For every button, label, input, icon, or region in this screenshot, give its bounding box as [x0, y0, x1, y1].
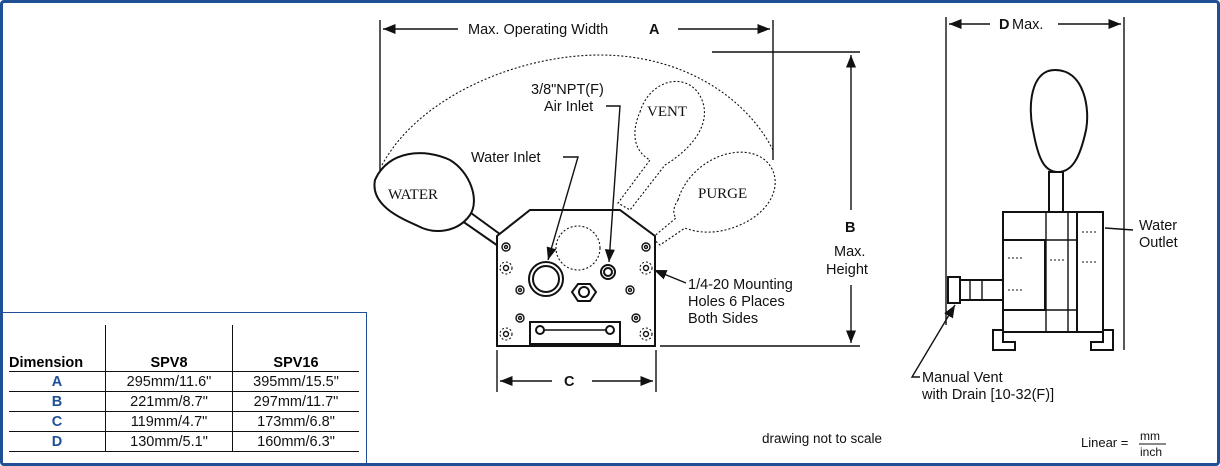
d-max-suffix: Max. — [1012, 17, 1043, 33]
manual-vent-line2: with Drain [10-32(F)] — [921, 387, 1054, 403]
dimension-b: B Max. Height — [660, 51, 868, 347]
header-dimension: Dimension — [9, 325, 106, 372]
water-handle: WATER — [373, 152, 510, 250]
water-outlet-line2: Outlet — [1139, 235, 1178, 251]
row-spv16: 173mm/6.8" — [232, 411, 359, 432]
table-row: C 119mm/4.7" 173mm/6.8" — [9, 411, 359, 432]
purge-handle: PURGE — [651, 151, 776, 246]
max-height-line1: Max. — [834, 244, 865, 260]
table-header-row: Dimension SPV8 SPV16 — [9, 325, 359, 372]
air-inlet-line1: 3/8"NPT(F) — [531, 82, 604, 98]
water-inlet-label: Water Inlet — [471, 150, 541, 166]
mounting-line3: Both Sides — [688, 311, 758, 327]
max-width-key: A — [649, 22, 660, 38]
width-c-key: C — [564, 374, 575, 390]
units-denominator: inch — [1140, 445, 1162, 459]
valve-body-front — [496, 209, 656, 347]
row-spv8: 221mm/8.7" — [105, 391, 233, 412]
row-spv8: 130mm/5.1" — [105, 431, 233, 452]
handle-swing-arc — [381, 54, 774, 166]
row-spv16: 160mm/6.3" — [232, 431, 359, 452]
table-row: D 130mm/5.1" 160mm/6.3" — [9, 431, 359, 452]
header-spv8: SPV8 — [105, 325, 233, 372]
row-spv8: 295mm/11.6" — [105, 371, 233, 392]
header-spv16: SPV16 — [232, 325, 359, 372]
row-spv8: 119mm/4.7" — [105, 411, 233, 432]
mounting-line1: 1/4-20 Mounting — [688, 277, 793, 293]
callout-leaders — [546, 105, 687, 284]
manual-vent-line1: Manual Vent — [922, 370, 1003, 386]
row-key: C — [9, 411, 106, 432]
row-spv16: 395mm/15.5" — [232, 371, 359, 392]
max-height-key: B — [845, 220, 855, 236]
valve-body-side — [947, 68, 1114, 351]
air-inlet-line2: Air Inlet — [544, 99, 593, 115]
dimension-table: Dimension SPV8 SPV16 A 295mm/11.6" 395mm… — [9, 325, 359, 452]
row-spv16: 297mm/11.7" — [232, 391, 359, 412]
water-outlet-leader — [1104, 227, 1134, 231]
purge-label: PURGE — [698, 186, 747, 202]
max-height-line2: Height — [826, 262, 868, 278]
dimension-c: C — [496, 350, 657, 392]
dimension-table-panel: Dimension SPV8 SPV16 A 295mm/11.6" 395mm… — [3, 312, 367, 463]
units-numerator: mm — [1140, 429, 1160, 443]
water-outlet-line1: Water — [1139, 218, 1177, 234]
max-width-label: Max. Operating Width — [468, 22, 608, 38]
row-key: A — [9, 371, 106, 392]
manual-vent-leader — [910, 304, 956, 378]
vent-label: VENT — [647, 104, 687, 120]
row-key: B — [9, 391, 106, 412]
dimension-a: Max. Operating Width A — [379, 20, 774, 175]
d-max-key: D — [999, 17, 1009, 33]
units-prefix: Linear = — [1081, 435, 1128, 450]
row-key: D — [9, 431, 106, 452]
table-row: A 295mm/11.6" 395mm/15.5" — [9, 371, 359, 392]
water-label: WATER — [388, 187, 438, 203]
mounting-line2: Holes 6 Places — [688, 294, 785, 310]
dimension-d: D Max. — [945, 17, 1125, 350]
vent-handle: VENT — [617, 80, 705, 211]
not-to-scale-note: drawing not to scale — [762, 431, 882, 446]
table-row: B 221mm/8.7" 297mm/11.7" — [9, 391, 359, 412]
